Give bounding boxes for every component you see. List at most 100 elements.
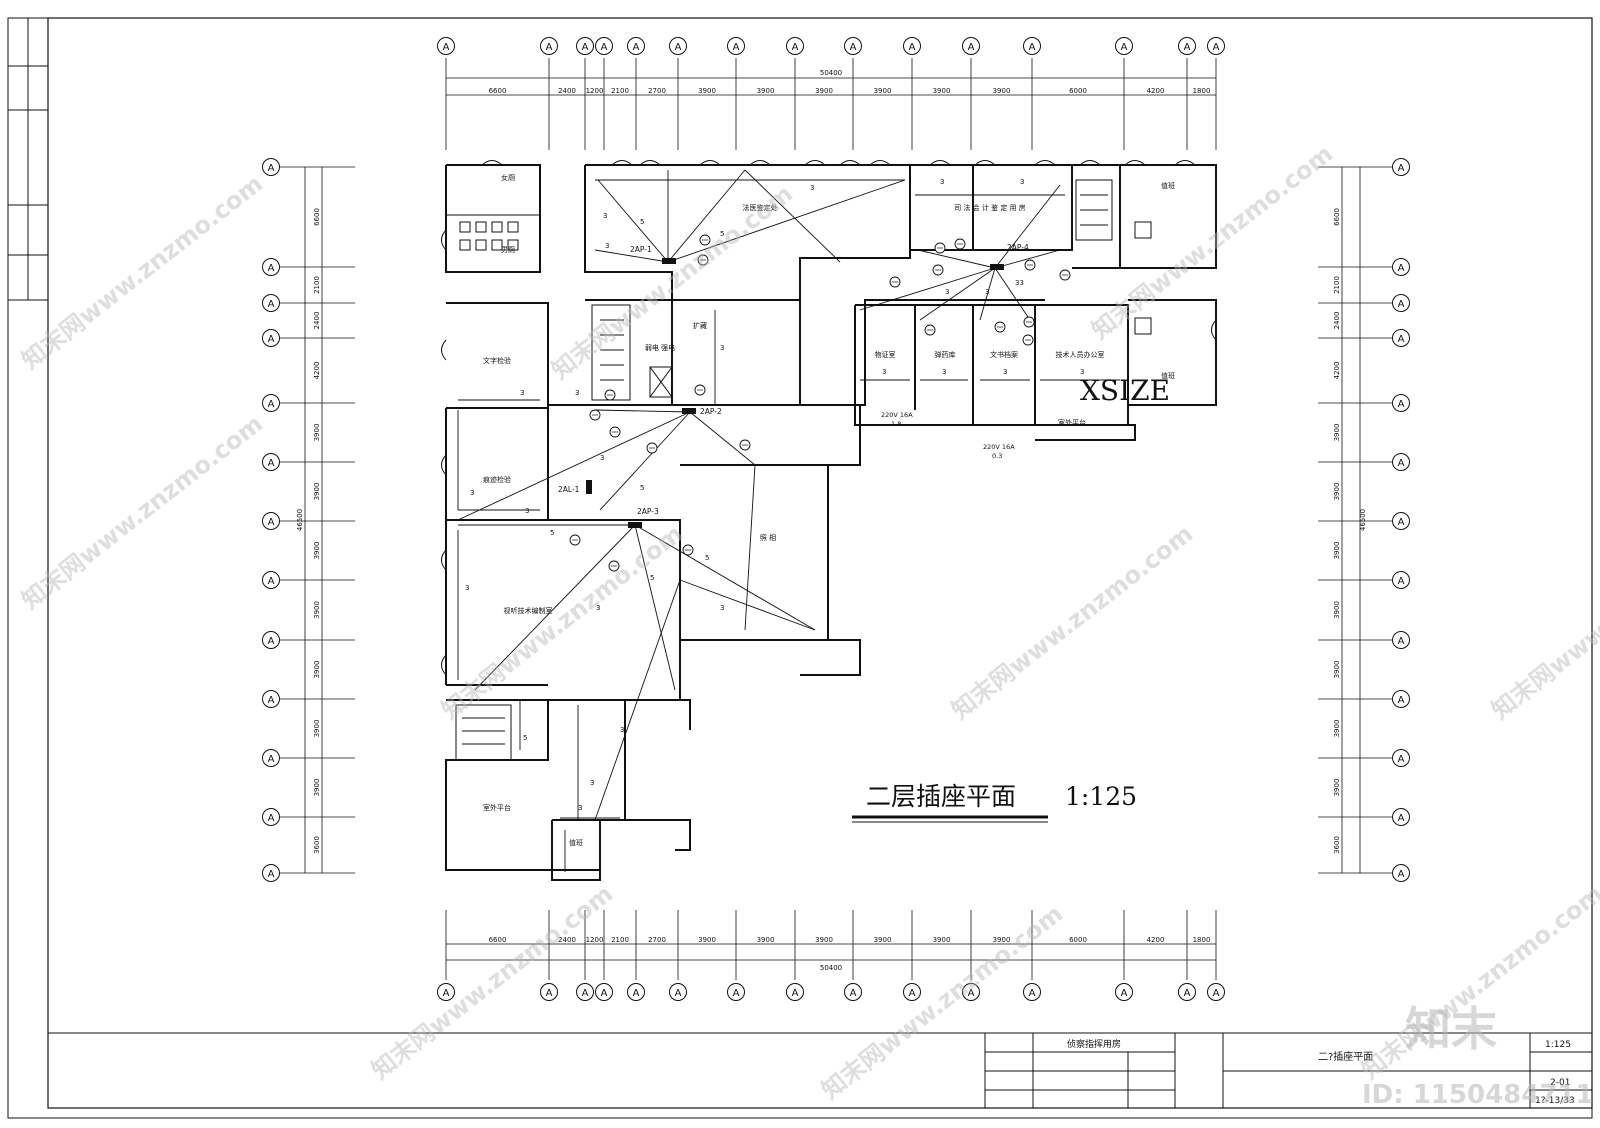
axis-label: A [850, 988, 857, 999]
partitions [446, 165, 1152, 761]
axis-label: A [968, 42, 975, 53]
axis-label: A [268, 754, 275, 765]
axis-bubble [962, 983, 980, 1001]
xsize-annotation: XSIZE [1080, 374, 1170, 407]
axis-label: A [1398, 695, 1405, 706]
axis-bubble [576, 37, 594, 55]
socket-symbols [569, 234, 1071, 572]
axis-bubble [627, 983, 645, 1001]
axis-bubble [962, 37, 980, 55]
axis-bubble [1115, 37, 1133, 55]
wire-count: 3 [465, 584, 469, 592]
room-duty-1: 值班 [1161, 181, 1175, 190]
axis-label: A [1121, 42, 1128, 53]
axis-bubble [540, 37, 558, 55]
label-2ap-2: 2AP-2 [700, 407, 722, 416]
dimension-label: 3900 [1333, 779, 1341, 797]
room-evidence: 物证室 [875, 350, 896, 359]
dimension-label: 3900 [933, 936, 951, 944]
panel-2ap-3 [628, 522, 642, 528]
drawing-title: 二层插座平面 [866, 782, 1016, 811]
dimension-label: 3900 [313, 542, 321, 560]
axis-bubble [727, 983, 745, 1001]
inner-frame [47, 17, 1593, 1109]
dimension-label: 3900 [993, 936, 1011, 944]
circuit-2-load: 0.3 [992, 452, 1002, 460]
dimension-label: 3900 [874, 936, 892, 944]
axis-label: A [1213, 988, 1220, 999]
dimension-label: 3900 [1333, 720, 1341, 738]
wire-count: 3 [810, 184, 814, 192]
axis-label: A [268, 517, 275, 528]
watermark-4: 知末网www.znzmo.com [16, 410, 268, 615]
room-ballistics: 弹药库 [935, 350, 956, 359]
drawing-scale: 1:125 [1065, 782, 1137, 811]
label-2ap-1: 2AP-1 [630, 245, 652, 254]
axis-bubble [844, 37, 862, 55]
room-duty-3: 值班 [569, 838, 583, 847]
dimension-label: 3900 [1333, 542, 1341, 560]
wire-count: 3 [720, 344, 724, 352]
dimension-label: 3900 [933, 87, 951, 95]
axis-label: A [1184, 42, 1191, 53]
dimension-label: 3900 [313, 483, 321, 501]
room-balcony-1: 室外平台 [1058, 418, 1086, 427]
dimension-total: 50400 [820, 964, 842, 972]
dimension-label: 3900 [993, 87, 1011, 95]
wire-count: 3 [1020, 178, 1024, 186]
dimension-label: 3900 [313, 601, 321, 619]
wire-count: 3 [942, 368, 946, 376]
axis-label: A [633, 42, 640, 53]
axis-label: A [1121, 988, 1128, 999]
axis-label: A [1398, 813, 1405, 824]
dimension-label: 3900 [757, 87, 775, 95]
wire-count: 3 [525, 507, 529, 515]
axis-label: A [443, 988, 450, 999]
wire-count: 3 [620, 726, 624, 734]
room-photo: 照 相 [760, 533, 776, 542]
dimension-label: 1200 [586, 87, 604, 95]
watermark-id: ID: 1150484711 [1362, 1080, 1594, 1110]
wire-count: 3 [1003, 368, 1007, 376]
room-video: 视听技术编制室 [504, 606, 553, 615]
wire-count: 3 [720, 604, 724, 612]
axis-label: A [1398, 299, 1405, 310]
dimension-total: 46500 [296, 509, 304, 531]
dimension-label: 3900 [874, 87, 892, 95]
watermark-9: 知末网www.znzmo.com [816, 900, 1068, 1105]
axis-bubble [1023, 983, 1041, 1001]
room-balcony-2: 室外平台 [483, 803, 511, 812]
axis-label: A [733, 42, 740, 53]
axis-label: A [268, 813, 275, 824]
dimension-label: 1800 [1193, 936, 1211, 944]
axis-label: A [1398, 334, 1405, 345]
watermark-1: 知末网www.znzmo.com [16, 170, 268, 375]
watermark-5: 知末网www.znzmo.com [436, 520, 688, 725]
room-labels: 女厕 男厕 法医鉴定处 司 法 会 计 鉴 定 用 房 值班 文字检验 扩藏 弱… [483, 173, 1175, 847]
axis-bubble [262, 158, 280, 176]
axis-bubble [576, 983, 594, 1001]
label-2ap-4: 2AP-4 [1007, 243, 1029, 252]
axis-bubble [262, 294, 280, 312]
wire-count: 3 [578, 804, 582, 812]
panel-2ap-4 [990, 264, 1004, 270]
dimension-label: 2400 [558, 936, 576, 944]
axis-bubble [262, 690, 280, 708]
axis-label: A [1398, 576, 1405, 587]
axis-label: A [268, 636, 275, 647]
axis-bubble [262, 749, 280, 767]
circuit-2-spec: 220V 16A [983, 443, 1015, 451]
dimension-label: 2100 [611, 87, 629, 95]
building-walls [445, 164, 1217, 881]
axis-label: A [546, 988, 553, 999]
distribution-panels [586, 258, 1004, 528]
axis-label: A [1398, 754, 1405, 765]
dimension-label: 6000 [1069, 87, 1087, 95]
axis-label: A [850, 42, 857, 53]
sheet-name: 二?插座平面 [1318, 1050, 1373, 1063]
wire-count: 5 [705, 554, 709, 562]
axis-bubble [786, 983, 804, 1001]
wire-count: 3 [985, 288, 989, 296]
axis-label: A [1029, 42, 1036, 53]
dimension-label: 1200 [586, 936, 604, 944]
